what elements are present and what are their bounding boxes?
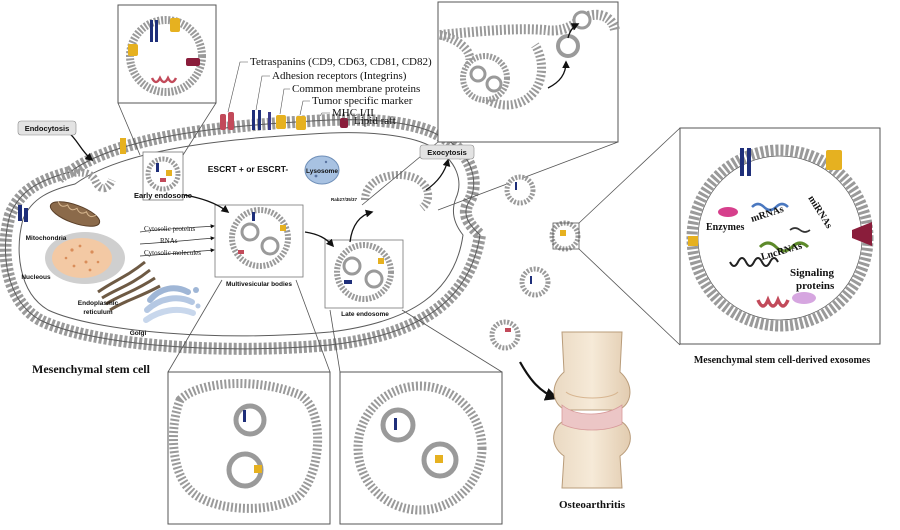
label-endocytosis: Endocytosis: [25, 124, 70, 133]
label-early-endosome: Early endosome: [134, 191, 192, 200]
multivesicular-body: [214, 204, 304, 278]
label-mvb: Multivesicular bodies: [226, 281, 292, 288]
label-cytosolic-proteins: Cytosolic proteins: [144, 225, 195, 233]
joint-arrow: [519, 361, 559, 401]
label-leaders: [227, 61, 352, 121]
label-tumor-marker: Tumor specific marker: [312, 95, 413, 107]
mirna-strand: [789, 227, 811, 233]
nucleus-organelle: [45, 232, 125, 284]
pathway-arrows: [67, 131, 559, 401]
late-endosome-zoom: [329, 309, 503, 525]
label-msc-exosomes: Mesenchymal stem cell-derived exosomes: [694, 355, 870, 366]
exosome-zoom-top: [117, 4, 217, 156]
endoplasmic-reticulum: [97, 260, 161, 312]
label-mhc: MHC I/II: [332, 107, 374, 119]
endocytosis-arrow: [67, 131, 94, 161]
label-golgi: Golgi: [130, 330, 147, 337]
exosome: [504, 174, 536, 206]
label-er-line1: Endoplasmic: [78, 300, 119, 307]
endocytosis-invagination: [57, 168, 116, 193]
label-lysosome: Lysosome: [306, 168, 338, 175]
released-exosomes: [489, 127, 681, 351]
cytosolic-cargo-arrows: [139, 224, 215, 257]
label-enzymes: Enzymes: [706, 222, 744, 233]
label-escrt: ESCRT + or ESCRT-: [208, 164, 289, 174]
lncrna-strand: [758, 241, 810, 253]
label-exocytosis: Exocytosis: [427, 148, 467, 157]
mesenchymal-stem-cell: [0, 110, 487, 355]
late-to-exocytosis-arrow: [349, 209, 374, 243]
enzyme-molecule: [718, 207, 738, 217]
label-tetraspanins: Tetraspanins (CD9, CD63, CD81, CD82): [250, 56, 432, 68]
late-endosome: [324, 239, 404, 309]
label-er-line2: reticulum: [83, 309, 112, 316]
label-signaling-line1: Signaling: [790, 267, 835, 279]
membrane-protein-cluster: [18, 110, 348, 222]
label-nucleus: Nucleous: [21, 274, 51, 281]
exosome: [549, 220, 581, 252]
exocytosis-site: [361, 171, 433, 212]
mvb-zoom: [167, 279, 331, 525]
label-adhesion-receptors: Adhesion receptors (Integrins): [272, 70, 407, 82]
early-to-mvb-arrow: [184, 194, 230, 213]
label-mitochondria: Mitochondria: [26, 235, 67, 242]
dna-strand: [729, 257, 779, 267]
lysosome-organelle: [304, 155, 340, 185]
label-late-endosome: Late endosome: [341, 311, 389, 318]
label-signaling-line2: proteins: [796, 280, 835, 292]
label-common-membrane-proteins: Common membrane proteins: [292, 83, 420, 95]
knee-joint-illustration: [553, 331, 631, 489]
early-endosome: [142, 151, 184, 201]
label-cytosolic-molecules: Cytosolic molecules: [144, 249, 201, 257]
mitochondria-organelle: [49, 201, 101, 227]
label-msc: Mesenchymal stem cell: [32, 362, 151, 376]
mrna-strand: [751, 202, 789, 212]
exosome: [489, 319, 521, 351]
label-rnas: RNAs: [160, 237, 178, 245]
exocytosis-zoom: [361, 1, 620, 211]
golgi-apparatus: [143, 285, 201, 323]
label-rab: Rab27/35/37: [331, 197, 358, 202]
signaling-protein-molecule: [792, 292, 816, 304]
exosome-contents-zoom: [679, 127, 881, 345]
exocytosis-out-arrow: [425, 158, 451, 191]
label-lipid-raft: Lipid raft: [354, 115, 396, 127]
label-osteoarthritis: Osteoarthritis: [559, 499, 626, 511]
mvb-to-late-arrow: [304, 231, 335, 248]
exosome: [519, 266, 551, 298]
